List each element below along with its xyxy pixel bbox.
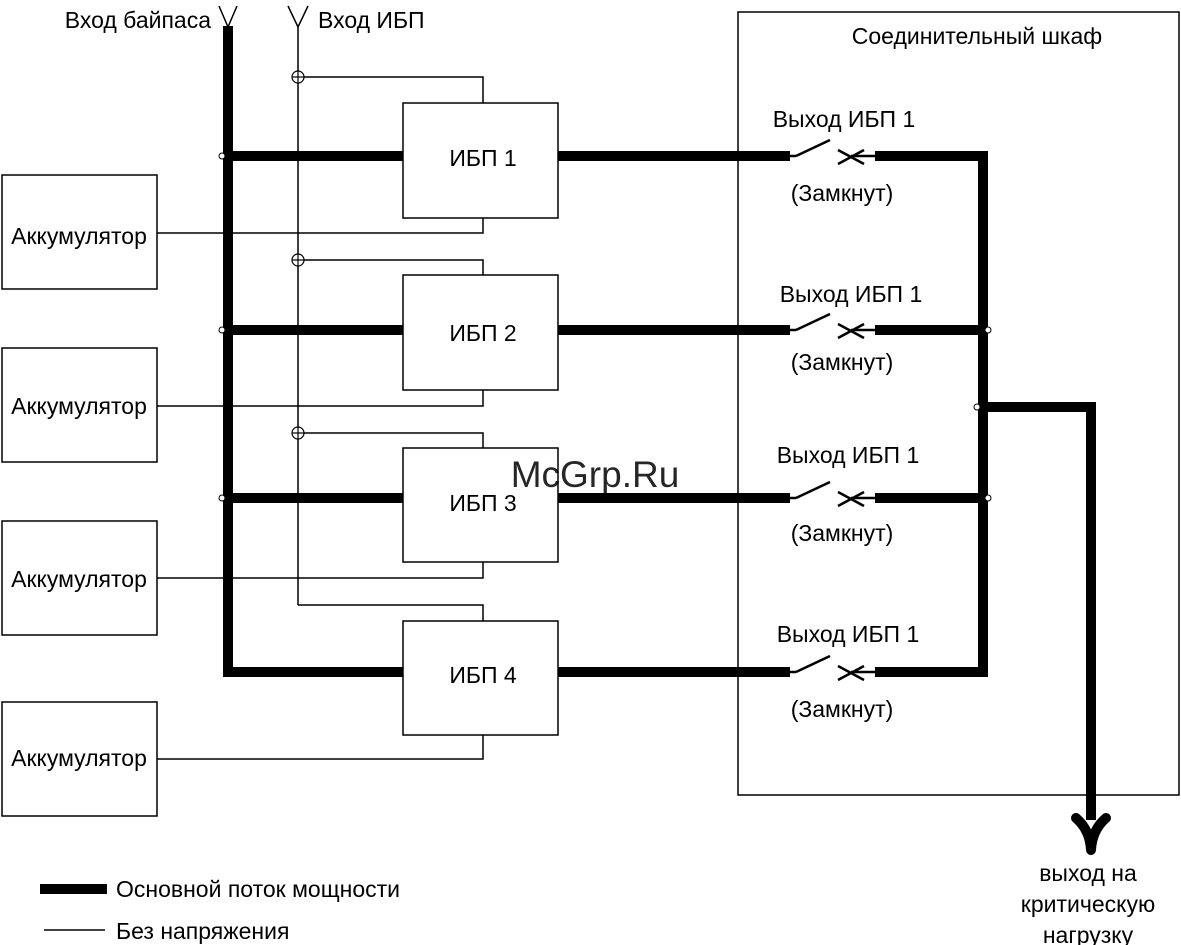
- output-state: (Замкнут): [791, 520, 894, 546]
- legend-no-voltage: Без напряжения: [116, 918, 289, 944]
- output-label: Выход ИБП 1: [773, 106, 916, 132]
- battery-4: Аккумулятор: [2, 702, 157, 816]
- bypass-input-label: Вход байпаса: [65, 7, 211, 33]
- ups-1: ИБП 1: [403, 103, 558, 218]
- watermark: McGrp.Ru: [511, 454, 680, 495]
- main-power-lines: [223, 26, 1091, 820]
- load-output-line3: нагрузку: [1043, 922, 1134, 945]
- battery-3: Аккумулятор: [2, 521, 157, 635]
- output-state: (Замкнут): [791, 696, 894, 722]
- output-label: Выход ИБП 1: [777, 621, 920, 647]
- switch-symbol: [790, 656, 875, 680]
- load-output-line2: критическую: [1021, 891, 1155, 917]
- battery-2: Аккумулятор: [2, 348, 157, 462]
- ups-label: ИБП 4: [449, 662, 517, 688]
- output-label: Выход ИБП 1: [780, 281, 923, 307]
- battery-1: Аккумулятор: [2, 175, 157, 289]
- ups-2: ИБП 2: [403, 275, 558, 390]
- load-output-arrow: [1076, 818, 1106, 850]
- battery-label: Аккумулятор: [11, 223, 147, 249]
- ups-label: ИБП 2: [449, 320, 516, 346]
- switch-symbol: [790, 314, 875, 338]
- battery-label: Аккумулятор: [11, 393, 147, 419]
- load-output-line1: выход на: [1039, 860, 1137, 886]
- switch-symbol: [790, 140, 875, 164]
- ups-input-symbol: [288, 6, 308, 27]
- switch-symbol: [790, 482, 875, 506]
- battery-label: Аккумулятор: [11, 745, 147, 771]
- ups-label: ИБП 1: [449, 145, 516, 171]
- battery-label: Аккумулятор: [11, 566, 147, 592]
- output-state: (Замкнут): [791, 349, 894, 375]
- cabinet-title: Соединительный шкаф: [852, 23, 1102, 49]
- bypass-input-symbol: [219, 6, 237, 27]
- output-state: (Замкнут): [791, 180, 894, 206]
- legend: Основной поток мощности Без напряжения: [40, 876, 400, 944]
- ups-label: ИБП 3: [449, 490, 516, 516]
- legend-main-flow: Основной поток мощности: [116, 876, 400, 902]
- ups-4: ИБП 4: [403, 621, 558, 735]
- ups-input-label: Вход ИБП: [318, 7, 425, 33]
- output-label: Выход ИБП 1: [777, 442, 920, 468]
